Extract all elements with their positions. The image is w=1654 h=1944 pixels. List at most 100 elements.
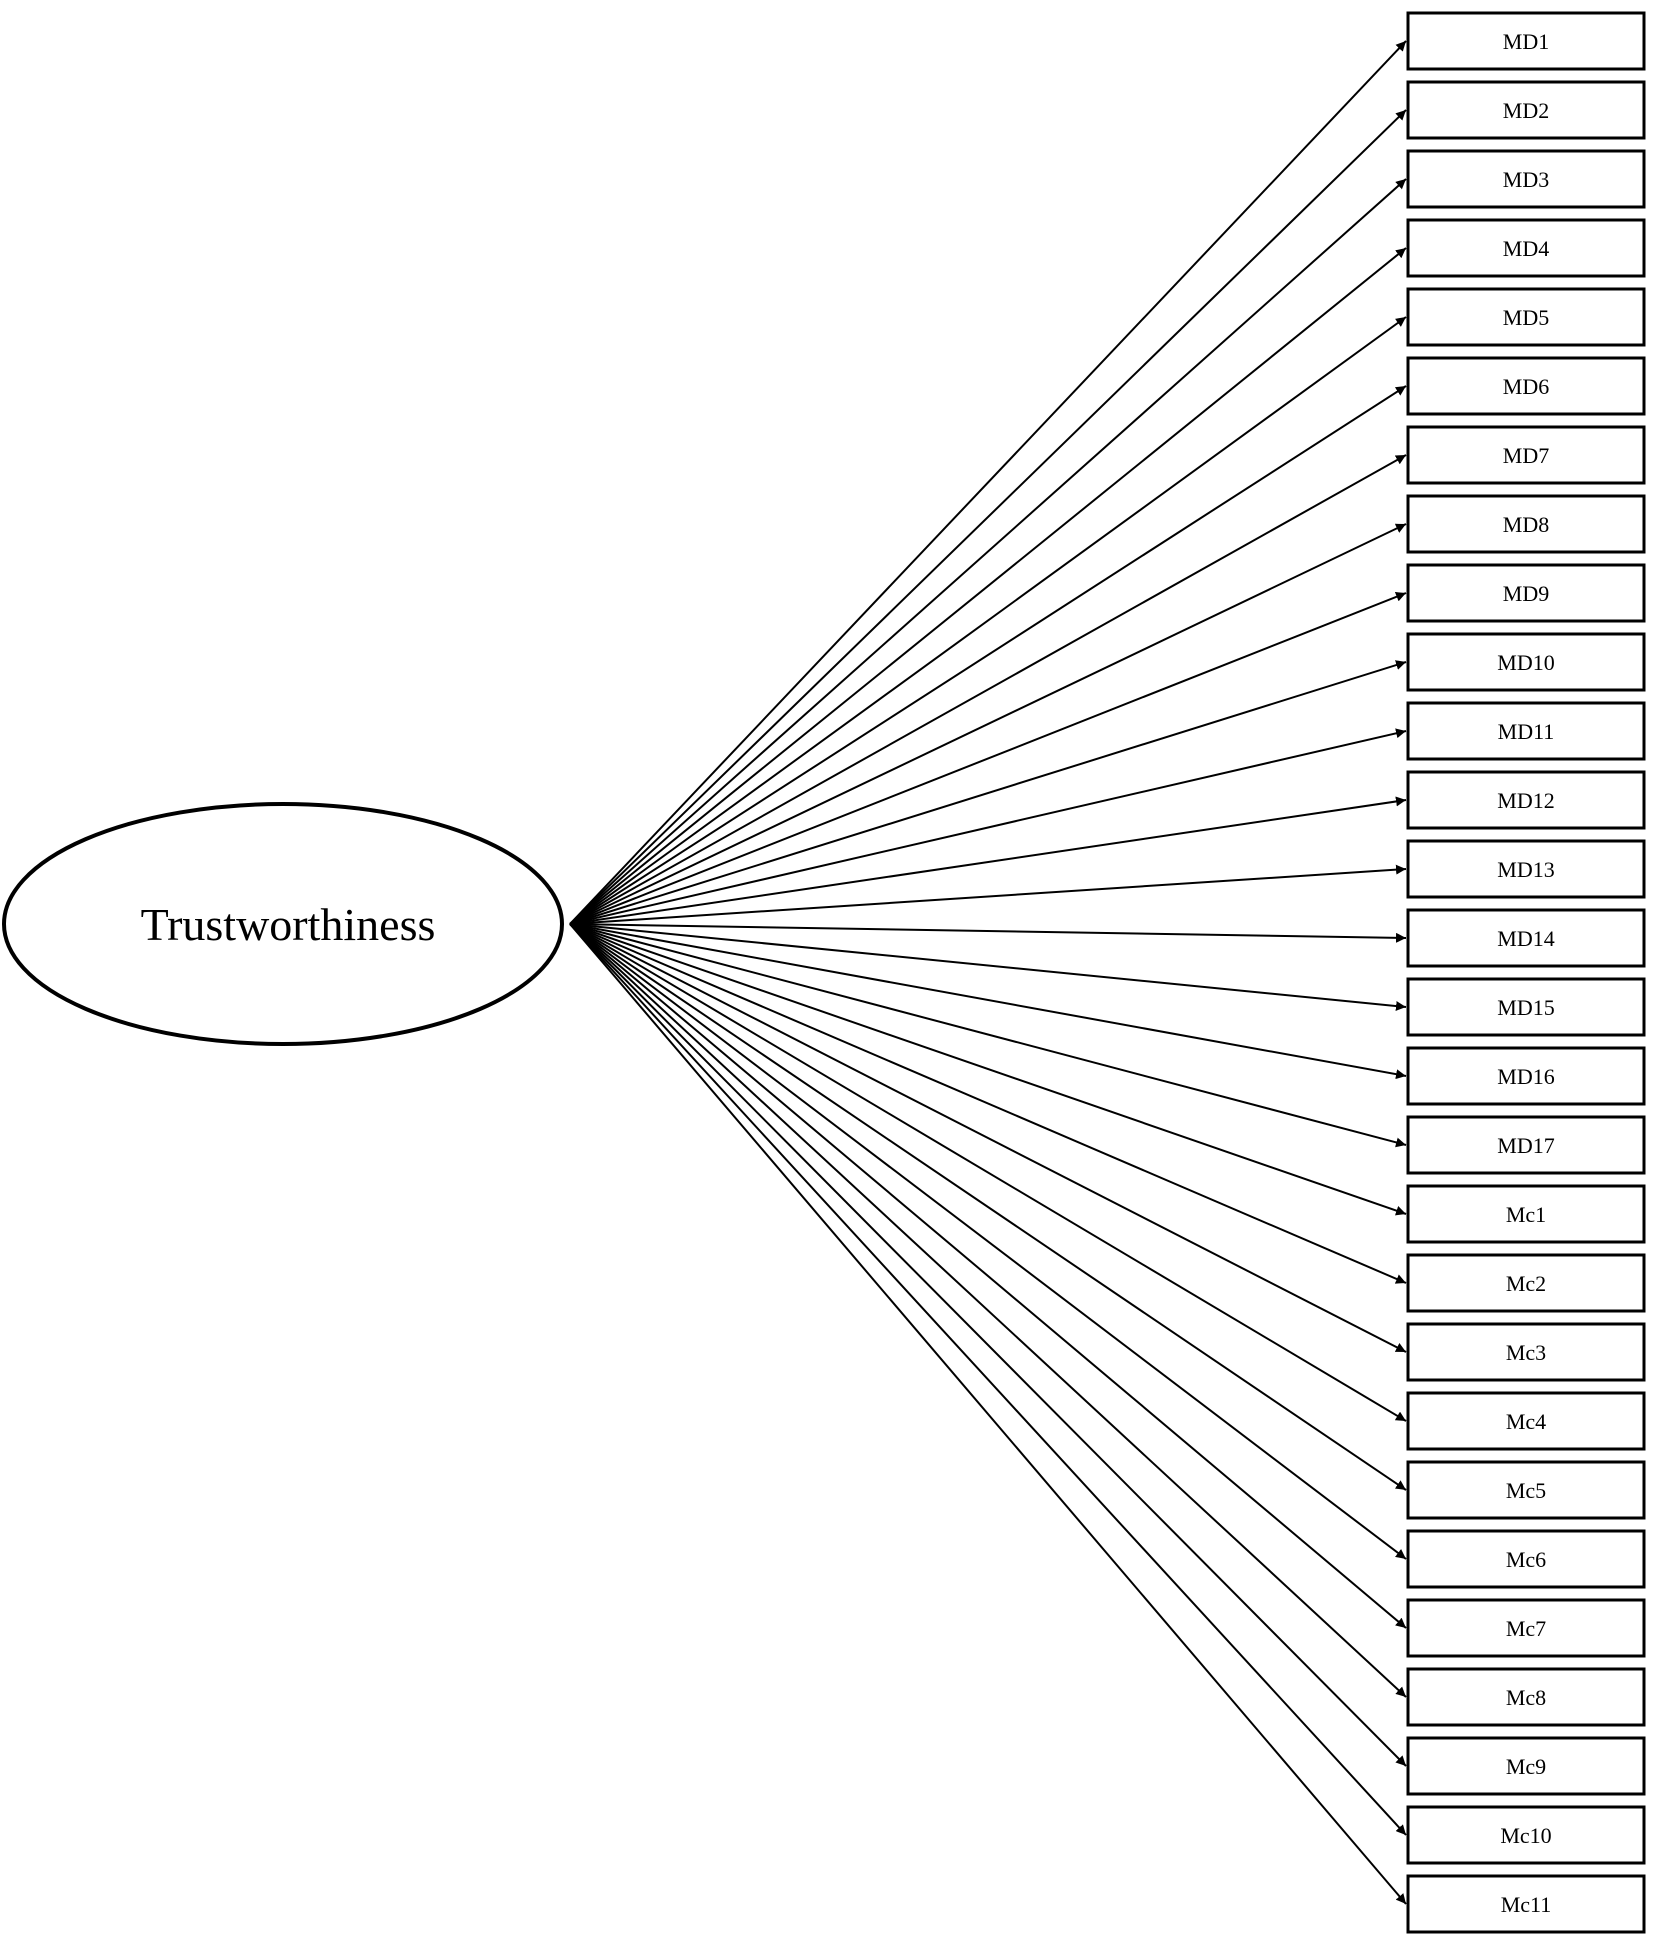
indicator-node: MD11 (1406, 701, 1646, 761)
indicator-box (1406, 1874, 1646, 1934)
loading-arrow (569, 923, 1407, 1767)
indicator-box (1406, 1736, 1646, 1796)
indicator-box (1406, 839, 1646, 899)
loading-arrow (569, 923, 1407, 1629)
indicator-label: MD12 (1497, 788, 1554, 813)
loading-arrow (569, 454, 1407, 925)
indicator-box (1406, 1529, 1646, 1589)
indicator-label: Mc5 (1506, 1478, 1546, 1503)
loading-arrow (569, 923, 1407, 1491)
loading-arrow (569, 247, 1407, 925)
indicator-box (1406, 218, 1646, 278)
indicator-box (1406, 1115, 1646, 1175)
indicator-node: Mc6 (1406, 1529, 1646, 1589)
indicator-label: MD6 (1503, 374, 1549, 399)
indicator-box (1406, 1460, 1646, 1520)
loading-arrow (569, 923, 1407, 1148)
indicator-box (1406, 770, 1646, 830)
indicator-node: Mc11 (1406, 1874, 1646, 1934)
indicator-label: MD13 (1497, 857, 1554, 882)
indicator-box (1406, 563, 1646, 623)
indicator-node: Mc1 (1406, 1184, 1646, 1244)
loading-arrow (569, 523, 1407, 925)
loading-arrow (569, 923, 1407, 1422)
indicator-box (1406, 701, 1646, 761)
loading-arrow (569, 316, 1407, 925)
indicator-node: MD7 (1406, 425, 1646, 485)
loading-arrow (569, 40, 1407, 925)
indicator-label: MD17 (1497, 1133, 1554, 1158)
loading-arrow (569, 178, 1407, 925)
loading-arrow (569, 923, 1407, 1284)
latent-variable: Trustworthiness (2, 802, 564, 1046)
indicator-label: MD1 (1503, 29, 1549, 54)
indicator-node: MD13 (1406, 839, 1646, 899)
indicator-box (1406, 1322, 1646, 1382)
indicator-box (1406, 1667, 1646, 1727)
loading-arrow (569, 592, 1407, 925)
indicator-label: Mc7 (1506, 1616, 1546, 1641)
loading-arrow (569, 864, 1407, 925)
indicator-node: MD2 (1406, 80, 1646, 140)
indicator-node: Mc5 (1406, 1460, 1646, 1520)
indicator-node: Mc9 (1406, 1736, 1646, 1796)
loading-arrow (569, 923, 1407, 1560)
indicator-box (1406, 977, 1646, 1037)
loading-arrow (569, 923, 1407, 1216)
indicator-box (1406, 908, 1646, 968)
indicator-node: Mc10 (1406, 1805, 1646, 1865)
loading-arrow (569, 923, 1407, 1905)
loading-arrow (569, 385, 1407, 925)
indicator-label: Mc2 (1506, 1271, 1546, 1296)
indicator-label: MD2 (1503, 98, 1549, 123)
indicator-box (1406, 1391, 1646, 1451)
indicator-label: Mc11 (1501, 1892, 1552, 1917)
indicator-node: MD8 (1406, 494, 1646, 554)
loading-arrow (569, 923, 1407, 1698)
indicator-box (1406, 287, 1646, 347)
indicator-node: Mc8 (1406, 1667, 1646, 1727)
indicator-node: MD3 (1406, 149, 1646, 209)
indicator-node: MD6 (1406, 356, 1646, 416)
indicator-label: Mc3 (1506, 1340, 1546, 1365)
indicator-box (1406, 425, 1646, 485)
indicator-box (1406, 11, 1646, 71)
indicator-label: Mc9 (1506, 1754, 1546, 1779)
indicator-label: Mc8 (1506, 1685, 1546, 1710)
indicator-label: Mc1 (1506, 1202, 1546, 1227)
latent-label: Trustworthiness (141, 899, 436, 950)
indicator-label: MD14 (1497, 926, 1554, 951)
indicator-box (1406, 356, 1646, 416)
indicator-node: MD15 (1406, 977, 1646, 1037)
loading-arrow (569, 660, 1407, 925)
indicator-label: MD16 (1497, 1064, 1554, 1089)
loading-arrow (569, 923, 1407, 1011)
loading-arrows (569, 40, 1407, 1905)
indicator-node: MD16 (1406, 1046, 1646, 1106)
indicator-box (1406, 1805, 1646, 1865)
indicator-label: Mc6 (1506, 1547, 1546, 1572)
indicator-label: MD11 (1498, 719, 1555, 744)
indicator-box (1406, 149, 1646, 209)
indicator-label: MD3 (1503, 167, 1549, 192)
loading-arrow (569, 923, 1407, 1080)
indicator-node: MD10 (1406, 632, 1646, 692)
indicator-node: MD9 (1406, 563, 1646, 623)
indicator-label: MD7 (1503, 443, 1549, 468)
indicator-box (1406, 494, 1646, 554)
loading-arrow (569, 923, 1407, 943)
indicator-box (1406, 1184, 1646, 1244)
indicator-node: MD14 (1406, 908, 1646, 968)
indicator-node: MD5 (1406, 287, 1646, 347)
indicator-node: Mc2 (1406, 1253, 1646, 1313)
indicator-node: MD1 (1406, 11, 1646, 71)
indicator-label: Mc4 (1506, 1409, 1546, 1434)
loading-arrow (569, 728, 1407, 925)
loading-arrow (569, 923, 1407, 1353)
indicator-label: MD9 (1503, 581, 1549, 606)
indicator-node: MD12 (1406, 770, 1646, 830)
indicator-box (1406, 1046, 1646, 1106)
indicator-node: MD17 (1406, 1115, 1646, 1175)
indicator-box (1406, 632, 1646, 692)
